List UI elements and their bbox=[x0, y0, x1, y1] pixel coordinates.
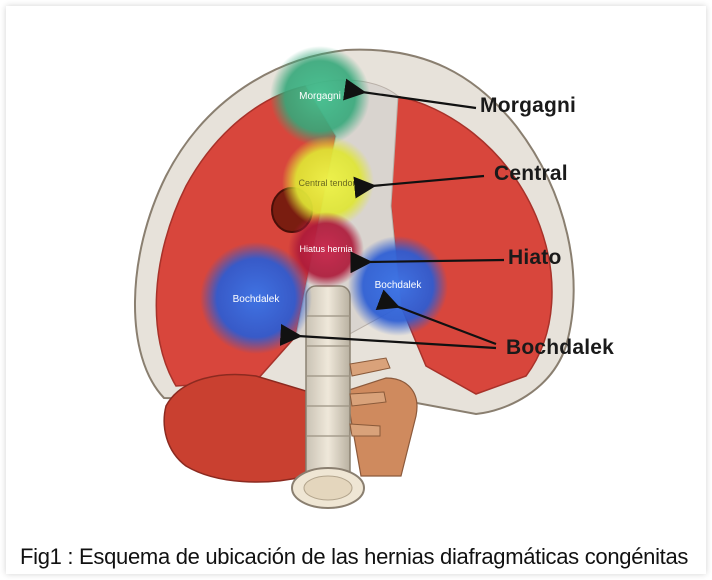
figure-caption: Fig1 : Esquema de ubicación de las herni… bbox=[20, 544, 688, 570]
label-central: Central bbox=[494, 162, 568, 186]
label-bochdalek: Bochdalek bbox=[506, 336, 614, 360]
figure-frame: Morgagni Central tendon Hiatus hernia Bo… bbox=[6, 6, 706, 574]
morgagni-zone-label: Morgagni bbox=[299, 91, 341, 102]
left-lower-muscle bbox=[164, 375, 306, 482]
hiatus-zone-label: Hiatus hernia bbox=[299, 244, 352, 254]
label-morgagni: Morgagni bbox=[480, 94, 576, 118]
vertebral-body-inner bbox=[304, 476, 352, 500]
label-hiato: Hiato bbox=[508, 246, 562, 270]
diaphragm-illustration: Morgagni Central tendon Hiatus hernia Bo… bbox=[6, 6, 706, 574]
bochdalek-right-zone-label: Bochdalek bbox=[375, 280, 423, 291]
central-zone-label: Central tendon bbox=[298, 178, 357, 188]
bochdalek-left-zone-label: Bochdalek bbox=[233, 294, 281, 305]
